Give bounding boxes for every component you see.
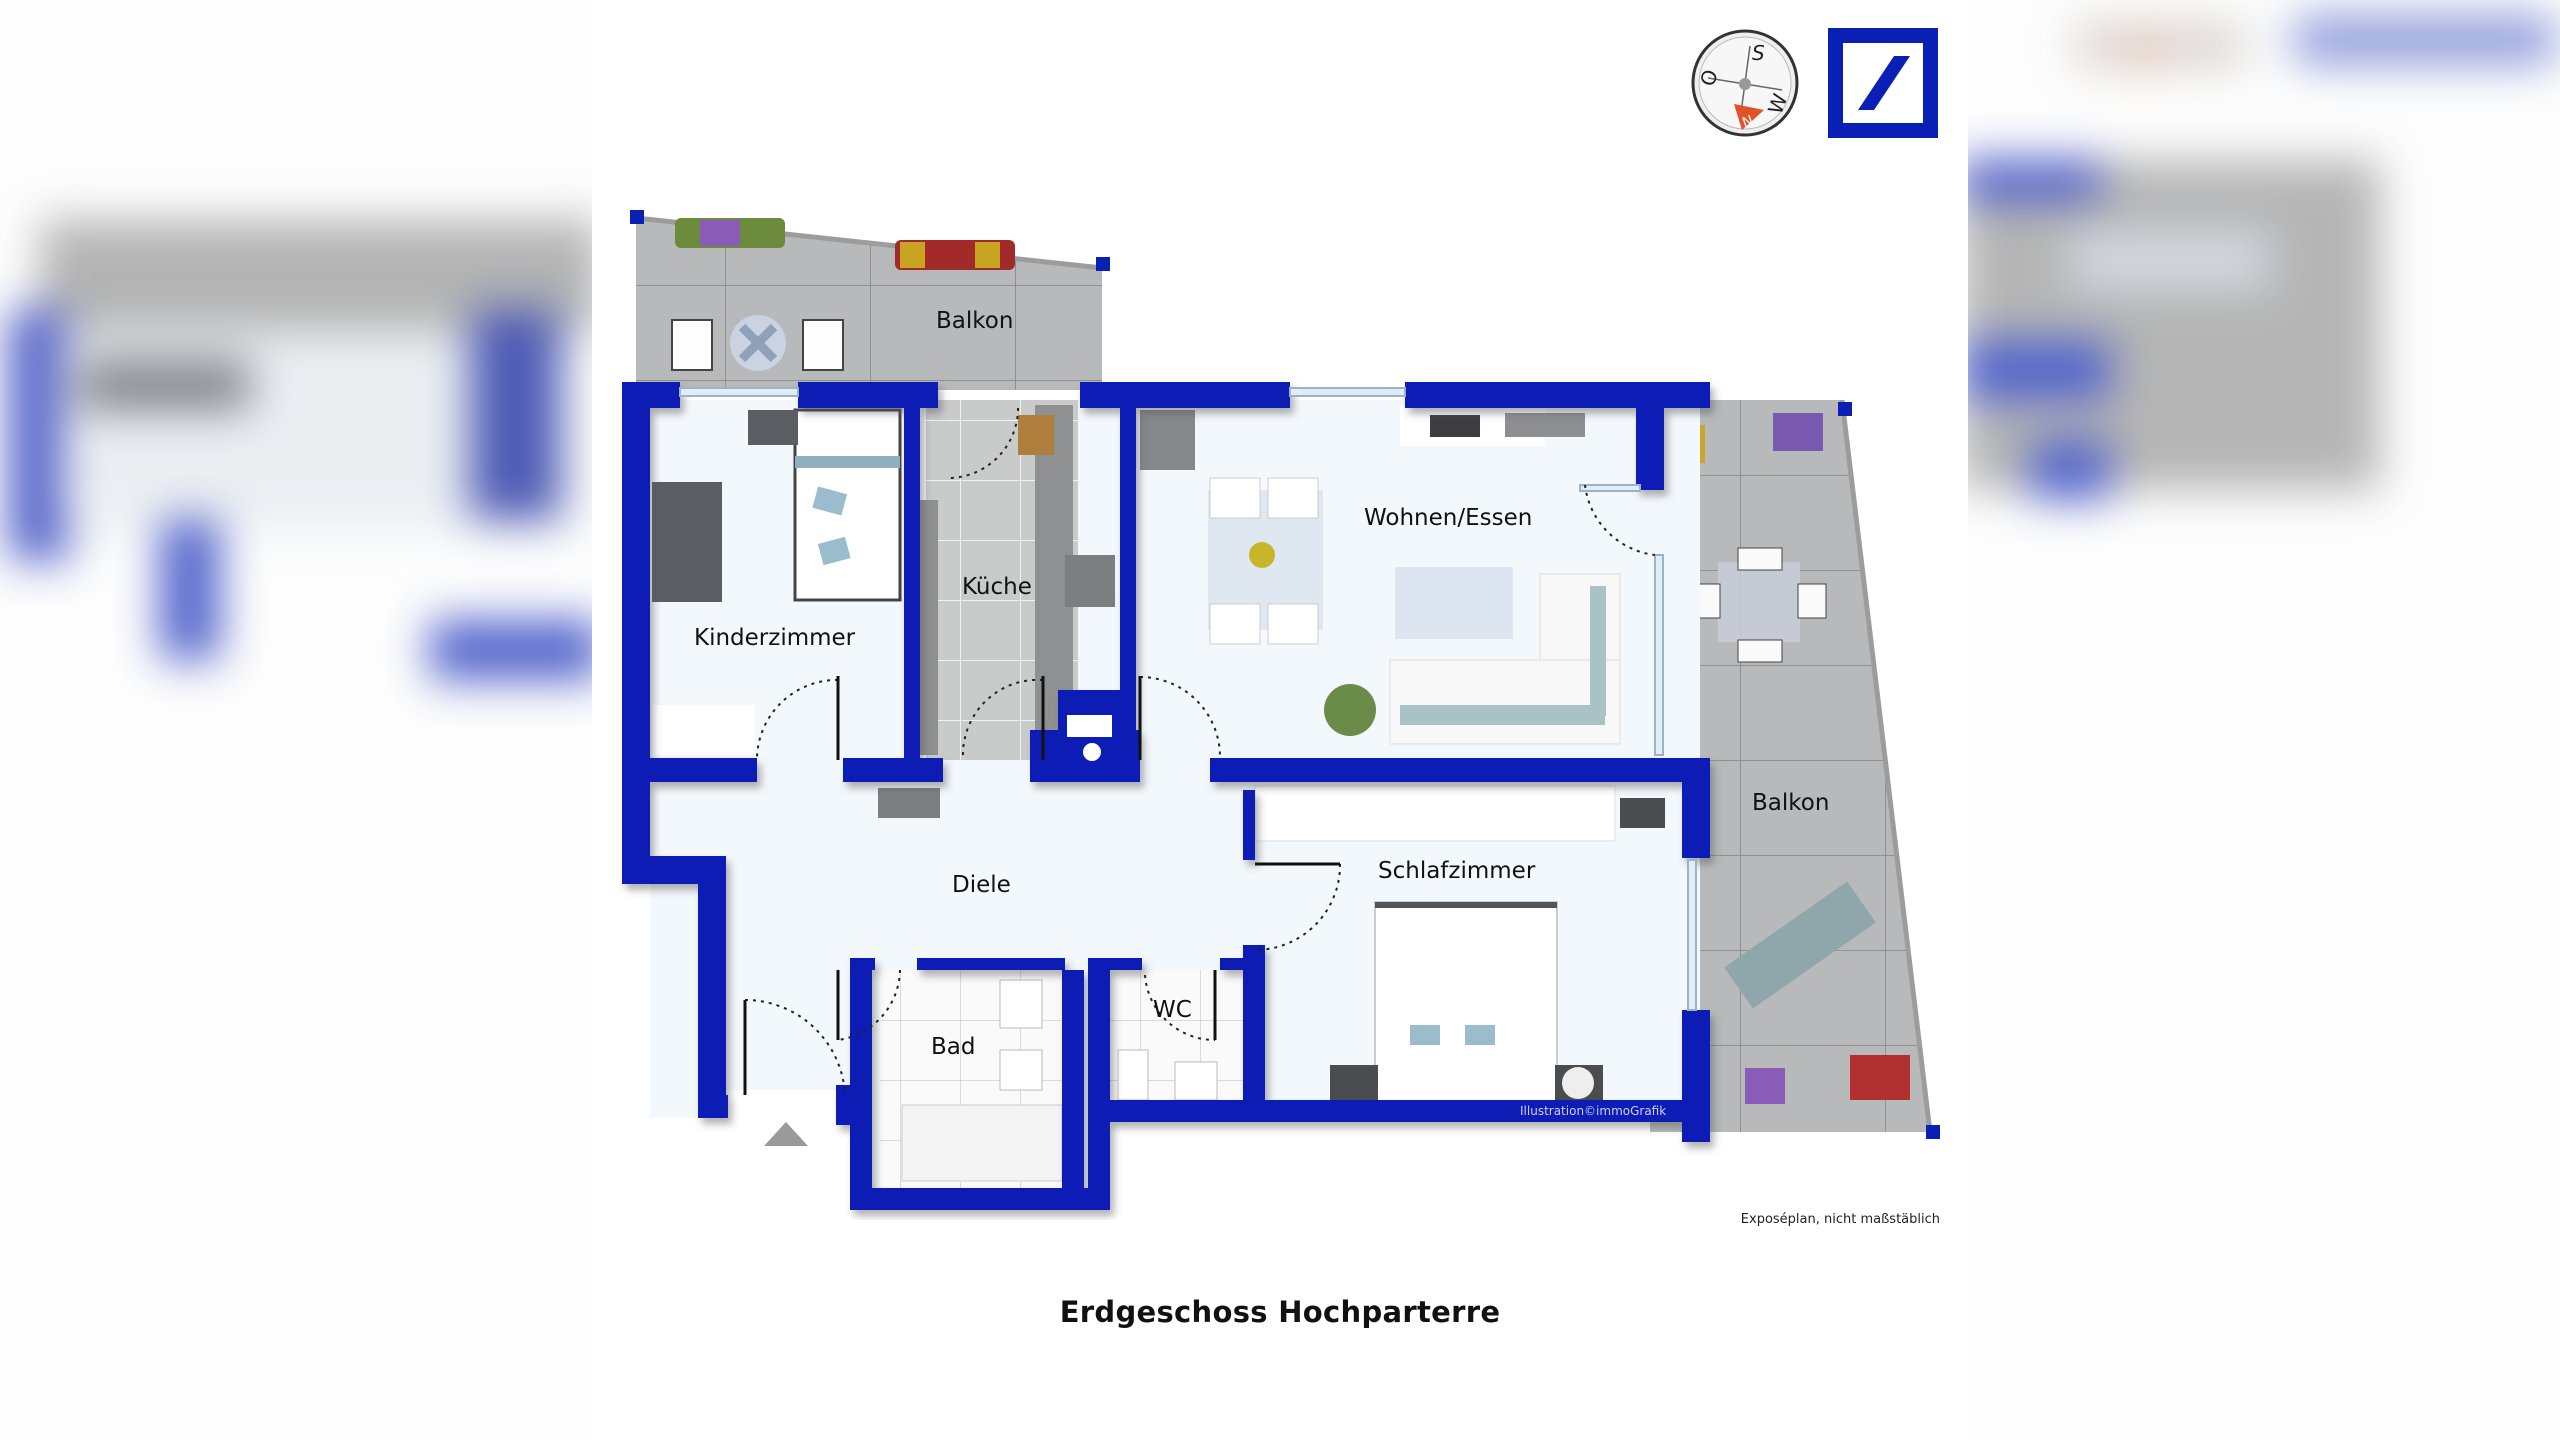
compass-south-letter: S	[1752, 41, 1765, 65]
blurred-background-left	[0, 180, 600, 1280]
room-label-balkon-north: Balkon	[936, 308, 1014, 334]
walls	[622, 382, 1710, 1210]
room-label-diele: Diele	[952, 872, 1011, 898]
floor-plan	[622, 210, 1940, 1210]
compass-east-letter: O	[1695, 66, 1723, 89]
room-label-kinderzimmer: Kinderzimmer	[694, 625, 856, 651]
door-swings	[744, 407, 1656, 1096]
entrance-marker-icon	[764, 1122, 808, 1146]
room-label-bad: Bad	[931, 1034, 976, 1060]
room-label-wohnen-essen: Wohnen/Essen	[1364, 505, 1533, 531]
compass-north-letter: N	[1740, 113, 1755, 132]
room-label-wc: WC	[1153, 997, 1192, 1023]
room-label-schlafzimmer: Schlafzimmer	[1378, 858, 1536, 884]
compass-icon: S O W N	[1691, 29, 1799, 137]
page-title: Erdgeschoss Hochparterre	[1059, 1295, 1501, 1329]
illustration-credit: Illustration©immoGrafik	[1520, 1104, 1667, 1118]
room-label-balkon-east: Balkon	[1752, 790, 1830, 816]
scale-note: Exposéplan, nicht maßstäblich	[1740, 1212, 1940, 1227]
blurred-background-right	[1960, 0, 2560, 1300]
bank-slash-logo-icon	[1828, 28, 1938, 138]
room-label-kueche: Küche	[962, 574, 1032, 600]
